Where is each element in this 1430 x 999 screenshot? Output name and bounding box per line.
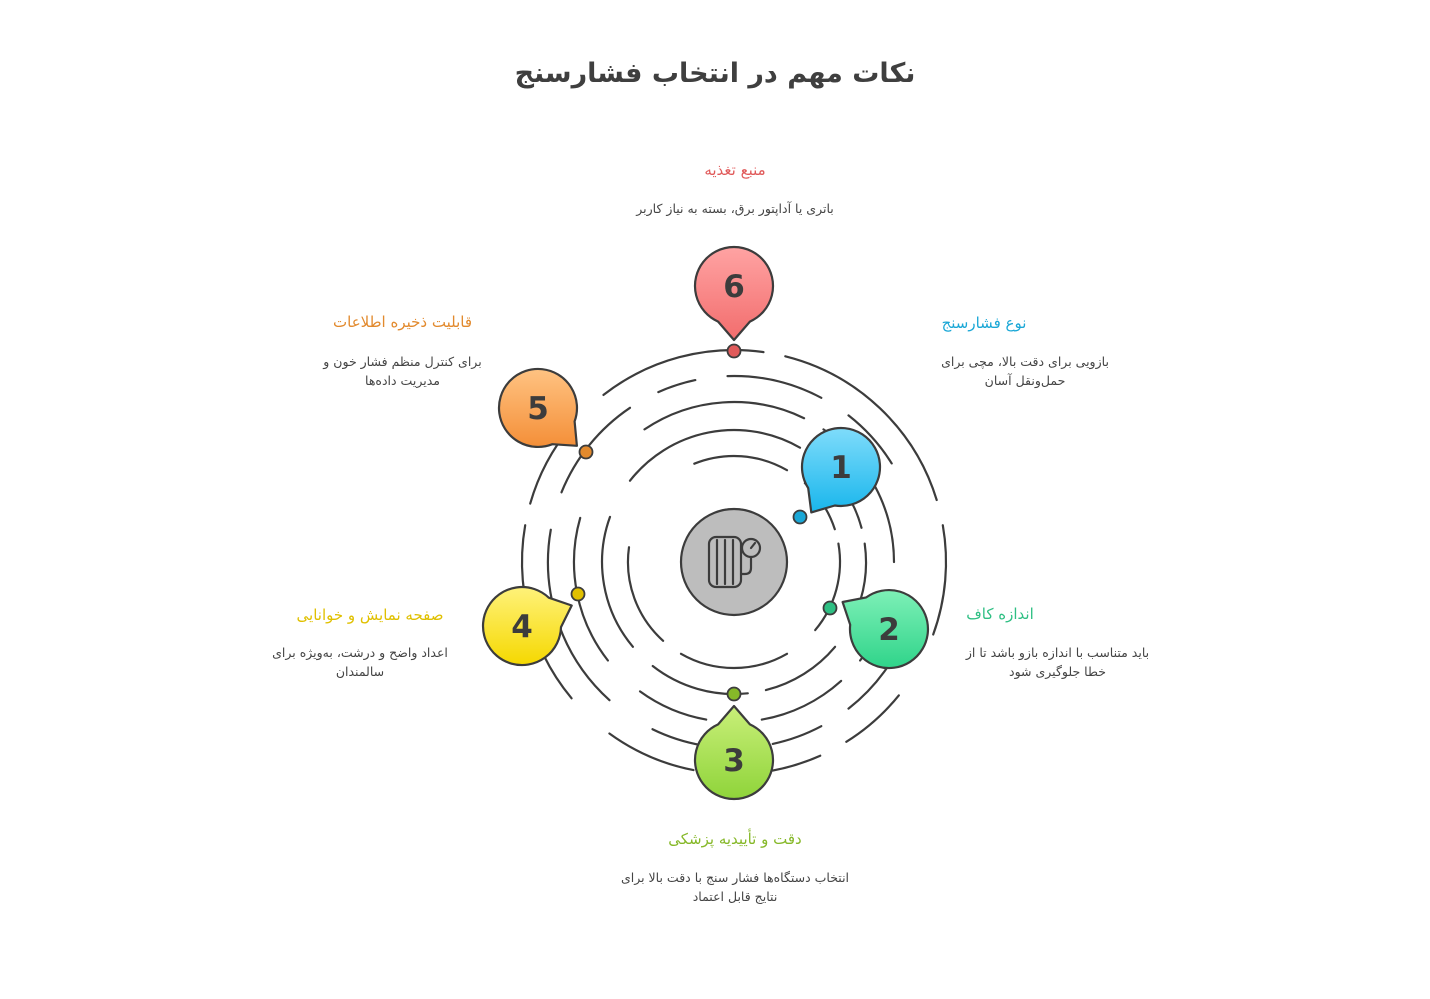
ring-arc	[651, 728, 703, 747]
connector-dot-1	[792, 509, 808, 525]
number-bubbles: 1 2 3 4 5 6	[481, 245, 929, 801]
bubble-shape-5	[497, 367, 579, 449]
connector-dot-3	[726, 686, 742, 702]
item-label-4: صفحه نمایش و خوانایی	[296, 606, 444, 624]
bubble-number-4: 4	[511, 609, 533, 645]
bubble-number-6: 6	[723, 269, 745, 305]
bubble-4: 4	[481, 585, 573, 667]
bubble-number-2: 2	[878, 612, 900, 648]
blood-pressure-monitor-icon	[707, 535, 762, 589]
item-description-2: باید متناسب با اندازه بازو باشد تا از خط…	[965, 645, 1150, 679]
item-label-2: اندازه کاف	[966, 605, 1034, 623]
ring-arc	[628, 428, 802, 482]
bubble-number-3: 3	[723, 743, 745, 779]
ring-arc	[602, 348, 765, 396]
item-description-3: انتخاب دستگاه‌ها فشار سنج با دقت بالا بر…	[620, 870, 850, 904]
ring-arc	[679, 652, 789, 670]
bubble-6: 6	[693, 245, 775, 342]
ring-arc	[771, 725, 823, 745]
connector-dots	[570, 343, 838, 702]
bubble-shape-2	[841, 588, 929, 670]
bubble-number-1: 1	[830, 450, 852, 486]
item-description-6: باتری یا آداپتور برق، بسته به نیاز کاربر	[636, 201, 834, 216]
ring-arc	[845, 694, 900, 743]
ring-arc	[764, 645, 837, 692]
ring-arc	[784, 355, 938, 502]
ring-arc	[657, 379, 697, 394]
item-description-1: بازویی برای دقت بالا، مچی برای حمل‌ونقل …	[941, 354, 1109, 388]
item-label-3: دقت و تأییدیه پزشکی	[668, 830, 802, 848]
ring-arc	[726, 374, 823, 399]
ring-arc	[760, 679, 843, 721]
item-description-4: اعداد واضح و درشت، به‌ویژه برای سالمندان	[272, 645, 448, 679]
ring-arc	[560, 406, 632, 494]
bubble-5: 5	[497, 367, 579, 449]
ring-arc	[847, 414, 893, 465]
connector-dot-2	[822, 600, 838, 616]
connector-dot-5	[578, 444, 594, 460]
ring-arc	[600, 515, 634, 648]
ring-arc	[542, 653, 573, 700]
item-label-5: قابلیت ذخیره اطلاعات	[333, 313, 472, 331]
ring-arc	[693, 454, 789, 472]
page-title: نکات مهم در انتخاب فشارسنج	[514, 58, 916, 89]
ring-arc	[932, 524, 948, 636]
bubble-3: 3	[693, 704, 775, 801]
bubble-1: 1	[800, 426, 882, 514]
bubble-shape-3	[693, 704, 775, 801]
bubble-shape-6	[693, 245, 775, 342]
ring-arc	[638, 690, 708, 721]
item-label-1: نوع فشارسنج	[941, 314, 1027, 332]
center-hub	[679, 507, 789, 617]
item-label-6: منبع تغذیه	[704, 161, 766, 179]
ring-arc	[608, 732, 695, 772]
connector-dot-4	[570, 586, 586, 602]
bubble-shape-4	[481, 585, 573, 667]
item-description-5: برای کنترل منظم فشار خون و مدیریت داده‌ه…	[323, 354, 482, 388]
bubble-shape-1	[800, 426, 882, 514]
ring-arc	[626, 546, 665, 642]
bubble-number-5: 5	[527, 391, 549, 427]
connector-dot-6	[726, 343, 742, 359]
ring-arc	[814, 542, 842, 632]
bubble-2: 2	[841, 588, 929, 670]
ring-arc	[643, 400, 806, 431]
